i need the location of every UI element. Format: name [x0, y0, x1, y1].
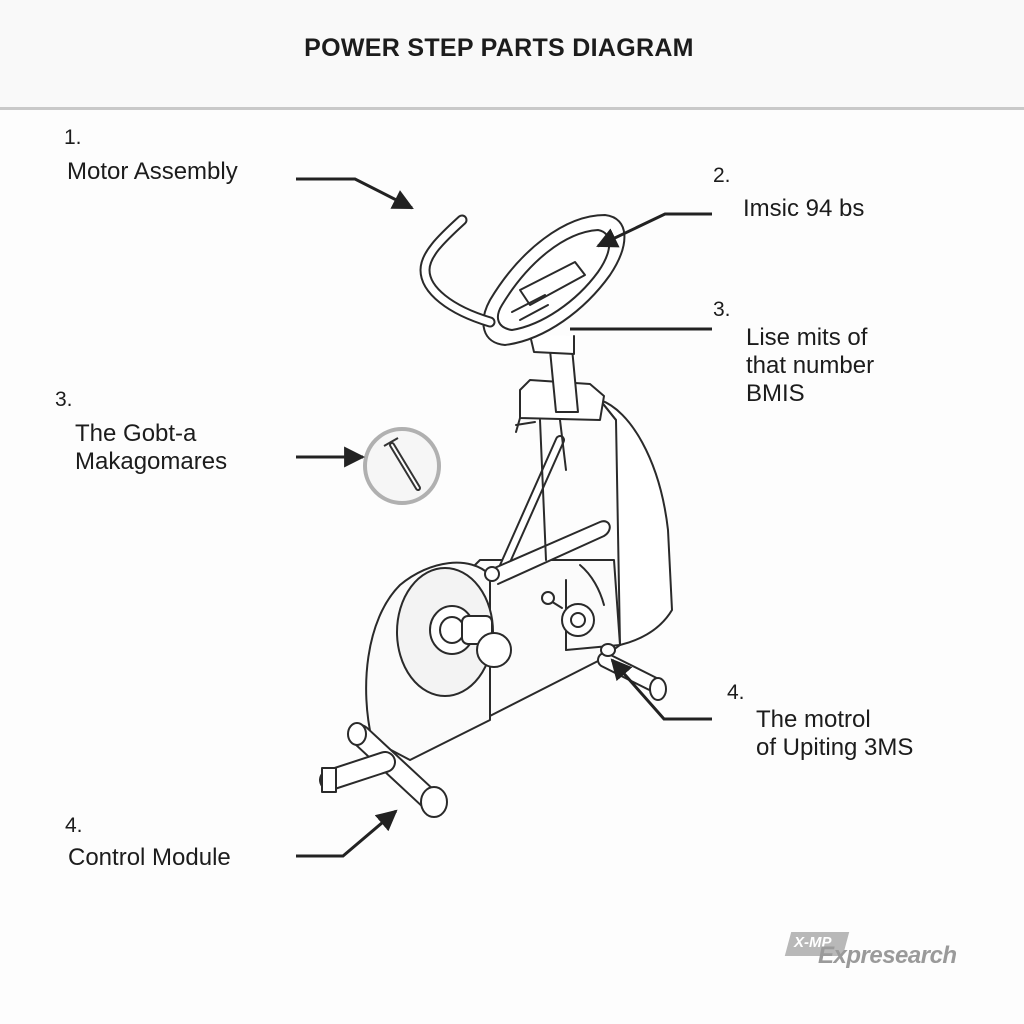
callout-number-4-left: 4.: [65, 814, 83, 837]
callout-label-motor-assembly: Motor Assembly: [67, 158, 238, 185]
leader-lines: [296, 177, 712, 858]
machine-illustration: [319, 214, 673, 818]
callout-label-3-left: The Gobt-a Makagomares: [75, 420, 228, 475]
part-detail-inset: [363, 427, 441, 505]
callout-number-3-right: 3.: [713, 298, 731, 321]
callout-label-control-module: Control Module: [68, 844, 231, 871]
leader-motor-assembly: [296, 177, 414, 210]
callout-number-4-right: 4.: [727, 681, 745, 704]
callout-label-3-right: Lise mits of that number BMIS: [746, 324, 875, 407]
callout-label-4-right: The motrol of Upiting 3MS: [756, 706, 914, 761]
watermark-word: Expresearch: [818, 942, 957, 969]
callout-label-2: Imsic 94 bs: [743, 195, 865, 222]
leader-part-4-right: [610, 658, 712, 721]
page-title: POWER STEP PARTS DIAGRAM: [304, 34, 694, 62]
callout-number-1: 1.: [64, 126, 82, 149]
leader-control-module: [296, 809, 398, 858]
callout-number-2: 2.: [713, 164, 731, 187]
watermark-logo: X-MP Expresearch: [782, 928, 982, 978]
callout-number-3-left: 3.: [55, 388, 73, 411]
leader-part-2: [596, 212, 712, 248]
header-bar: POWER STEP PARTS DIAGRAM: [0, 0, 1024, 110]
watermark-badge-text: X-MP: [794, 934, 832, 951]
